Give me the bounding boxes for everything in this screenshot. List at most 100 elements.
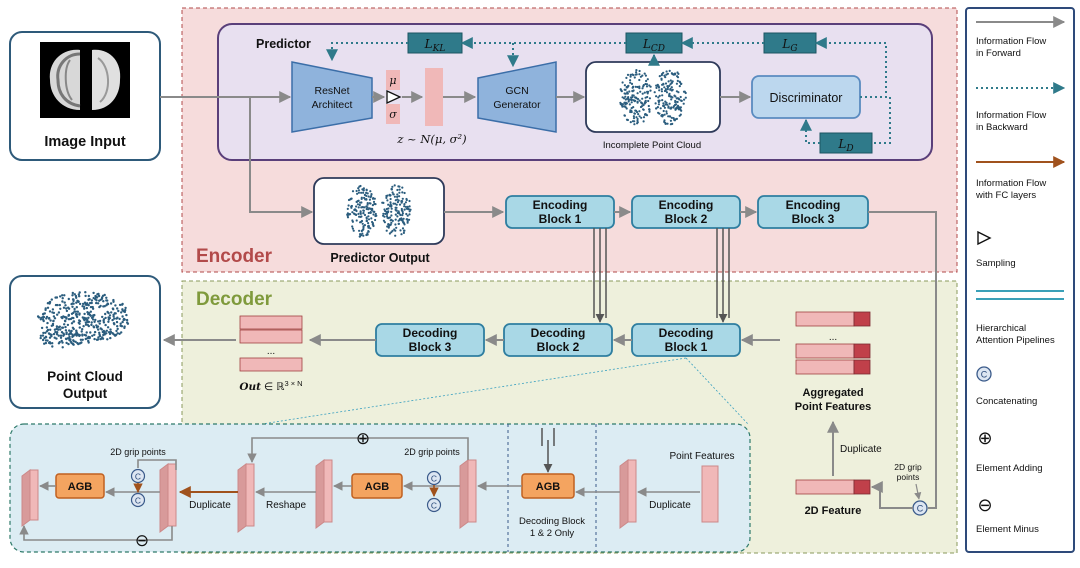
agb-block-3: AGB (521, 473, 575, 499)
decoding-block-1: Decoding Block 1 (631, 323, 741, 357)
svg-text:C: C (917, 504, 924, 514)
svg-text:C: C (431, 474, 437, 484)
gcn-label-2: Generator (493, 99, 541, 111)
encoding-block-3: Encoding Block 3 (757, 195, 869, 229)
svg-text:Encoding: Encoding (533, 198, 588, 212)
svg-text:C: C (431, 501, 437, 511)
feature-slabs (21, 459, 719, 533)
svg-text:Sampling: Sampling (976, 258, 1016, 269)
svg-text:Block 2: Block 2 (537, 340, 580, 354)
svg-text:Encoding: Encoding (786, 198, 841, 212)
legend-forward: Information Flow in Forward (976, 16, 1066, 59)
incomplete-point-cloud-box (585, 61, 721, 133)
legend-backward: Information Flow in Backward (976, 82, 1066, 133)
legend-sampling: Sampling (976, 230, 1016, 269)
loss-d: LD (819, 132, 873, 154)
element-minus-icon: ⊖ (135, 531, 149, 550)
legend-concat: C Concatenating (976, 366, 1037, 407)
svg-text:with FC layers: with FC layers (975, 190, 1036, 201)
grip-label-1: 2D grip (894, 462, 922, 472)
backward-flows (326, 37, 891, 144)
svg-text:in Backward: in Backward (976, 122, 1028, 133)
element-add-icon: ⊕ (356, 429, 370, 448)
svg-text:Block 3: Block 3 (409, 340, 452, 354)
loss-g: LG (763, 32, 817, 54)
svg-text:C: C (981, 370, 988, 380)
duplicate-right-label: Duplicate (649, 500, 691, 511)
arrow-enc3-down (868, 211, 937, 509)
discriminator-label: Discriminator (770, 91, 843, 105)
point-cloud-output-label-1: Point Cloud (47, 369, 123, 384)
decoder-label: Decoder (196, 289, 273, 310)
grip-points-label-left: 2D grip points (110, 447, 166, 457)
gcn-label-1: GCN (505, 85, 528, 97)
svg-text:Information Flow: Information Flow (976, 36, 1046, 47)
decoding-only-label-1: Decoding Block (519, 516, 585, 527)
svg-text:in Forward: in Forward (976, 48, 1021, 59)
incomplete-brain-cloud (619, 69, 687, 126)
point-features-label: Point Features (669, 451, 734, 462)
grip-points-label-right: 2D grip points (404, 447, 460, 457)
svg-text:Block 3: Block 3 (792, 212, 835, 226)
legend-box (965, 7, 1075, 553)
predictor-output-box (313, 177, 445, 245)
svg-text:...: ... (829, 332, 837, 343)
svg-text:Information Flow: Information Flow (976, 178, 1046, 189)
svg-text:⊕: ⊕ (977, 428, 992, 448)
detail-flows (19, 437, 700, 541)
svg-text:Element Adding: Element Adding (976, 463, 1043, 474)
aggregated-label-1: Aggregated (802, 387, 863, 399)
svg-text:LKL: LKL (424, 37, 446, 54)
encoding-block-1: Encoding Block 1 (505, 195, 615, 229)
sampling-icon (386, 89, 402, 105)
aggregated-point-features: ... (795, 311, 871, 375)
svg-text:Information Flow: Information Flow (976, 110, 1046, 121)
attention-pipelines (593, 228, 730, 323)
encoder-label: Encoder (196, 246, 273, 267)
predictor-output-cloud (346, 184, 412, 238)
latent-z-box (425, 68, 443, 126)
brain-mri-image (40, 42, 130, 118)
svg-text:Decoding: Decoding (403, 326, 458, 340)
point-cloud-output-label-2: Output (63, 386, 108, 401)
svg-text:...: ... (267, 346, 275, 357)
svg-text:AGB: AGB (365, 481, 390, 493)
reshape-label: Reshape (266, 500, 306, 511)
out-feature-stack: ... (239, 315, 303, 372)
svg-text:Decoding: Decoding (659, 326, 714, 340)
branch-arrow (249, 97, 314, 218)
legend-add: ⊕ Element Adding (976, 428, 1043, 474)
latent-z-label: z ~ N(μ, σ²) (396, 132, 466, 146)
svg-text:Block 1: Block 1 (665, 340, 708, 354)
detail-attention-pipeline (541, 428, 555, 473)
svg-text:C: C (135, 472, 141, 482)
decoding-block-3: Decoding Block 3 (375, 323, 485, 357)
resnet-label-2: Architect (312, 99, 353, 111)
resnet-architect (291, 61, 373, 133)
svg-text:Block 1: Block 1 (539, 212, 582, 226)
feature-2d-label: 2D Feature (805, 505, 862, 517)
concat-group-left: C C (130, 468, 146, 508)
out-label: Out∈ ℝ3 × N (239, 379, 302, 393)
svg-text:Block 2: Block 2 (665, 212, 708, 226)
svg-text:Concatenating: Concatenating (976, 396, 1037, 407)
svg-text:AGB: AGB (536, 481, 561, 493)
decoding-block-2: Decoding Block 2 (503, 323, 613, 357)
sigma-label: σ (389, 108, 397, 121)
loss-kl: LKL (407, 32, 463, 54)
zoom-line-right (685, 357, 749, 425)
gcn-generator (477, 61, 557, 133)
loss-cd: LCD (625, 32, 683, 54)
svg-text:LCD: LCD (642, 37, 665, 54)
encoding-block-2: Encoding Block 2 (631, 195, 741, 229)
legend-hierarchical: Hierarchical Attention Pipelines (976, 290, 1064, 346)
arrow-concat-2d (870, 481, 913, 509)
feature-2d (795, 479, 871, 495)
sigma-box (386, 104, 400, 124)
aggregated-label-2: Point Features (795, 401, 871, 413)
svg-text:Attention Pipelines: Attention Pipelines (976, 335, 1055, 346)
mu-label: μ (389, 74, 396, 87)
image-input-label: Image Input (44, 134, 126, 150)
